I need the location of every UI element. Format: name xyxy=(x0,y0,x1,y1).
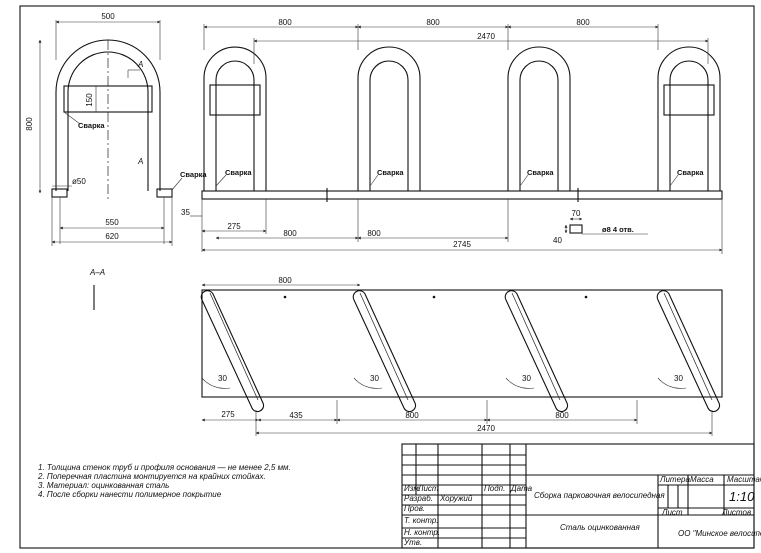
front-spacing-1: 800 xyxy=(278,18,292,27)
front-lower-spacing-1: 800 xyxy=(283,229,297,238)
side-section-mark-bottom: А xyxy=(137,157,143,166)
tb-izm: Изм. xyxy=(404,484,421,493)
tb-title: Сборка парковочная велосипедная xyxy=(534,491,665,500)
sheet-frame xyxy=(19,5,755,549)
side-view: 500 800 150 А А Сварка Сварка ø50 550 62… xyxy=(25,12,207,246)
section-aa: А–А xyxy=(89,268,105,310)
top-angle-2: 30 xyxy=(370,374,379,383)
note-1: 1. Толщина стенок труб и профиля основан… xyxy=(38,463,291,472)
tb-data: Дата xyxy=(510,484,533,493)
note-2: 2. Поперечная пластина монтируется на кр… xyxy=(37,472,266,481)
tb-masshtab: Масштаб xyxy=(727,475,761,484)
front-weld-2: Сварка xyxy=(377,168,404,177)
tb-org: ОО "Минское велосипедное xyxy=(678,529,761,538)
tb-prov: Пров. xyxy=(404,504,425,513)
top-end-offset: 275 xyxy=(221,410,235,419)
tb-razrab-name: Хоружий xyxy=(439,494,473,503)
tb-razrab: Разраб. xyxy=(404,494,433,503)
side-width-top: 500 xyxy=(101,12,115,21)
front-view: 800 800 800 2470 Сварка Сварка Сварка Св… xyxy=(181,18,723,254)
tb-massa: Масса xyxy=(690,475,714,484)
side-weld-label-right: Сварка xyxy=(180,170,207,179)
hole-height: 40 xyxy=(553,236,562,245)
side-section-mark-top: А xyxy=(137,60,143,69)
tb-litera: Литера xyxy=(659,475,690,484)
tb-t-kontr: Т. контр. xyxy=(404,516,439,525)
front-weld-3: Сварка xyxy=(527,168,554,177)
front-end-offset: 275 xyxy=(227,222,241,231)
top-gap-2: 800 xyxy=(555,411,569,420)
side-weld-label-left: Сварка xyxy=(78,121,105,130)
front-spacing-2: 800 xyxy=(426,18,440,27)
tb-utv: Утв. xyxy=(403,538,422,547)
top-angle-3: 30 xyxy=(522,374,531,383)
tb-listov-label: Листов xyxy=(721,508,751,517)
tb-list: Лист xyxy=(417,484,439,493)
hole-note: ø8 4 отв. xyxy=(602,225,634,234)
top-spacing: 800 xyxy=(278,276,292,285)
top-gap-1: 800 xyxy=(405,411,419,420)
top-angle-1: 30 xyxy=(218,374,227,383)
front-lower-spacing-2: 800 xyxy=(367,229,381,238)
tb-list-label: Лист xyxy=(661,508,683,517)
top-first-gap: 435 xyxy=(289,411,303,420)
tb-n-kontr: Н. контр. xyxy=(404,528,440,537)
hole-width: 70 xyxy=(572,209,581,218)
top-angle-4: 30 xyxy=(674,374,683,383)
note-4: 4. После сборки нанести полимерное покры… xyxy=(38,490,222,499)
front-weld-1: Сварка xyxy=(225,168,252,177)
section-label: А–А xyxy=(89,268,105,277)
side-height: 800 xyxy=(25,117,34,131)
note-3: 3. Материал: оцинкованная сталь xyxy=(38,481,169,490)
front-overall-span: 2470 xyxy=(477,32,495,41)
notes: 1. Толщина стенок труб и профиля основан… xyxy=(37,463,291,499)
top-view: 30 30 30 30 800 275 435 800 800 2470 xyxy=(200,276,723,436)
side-plate-height: 150 xyxy=(85,93,94,107)
title-block: Изм. Лист Подп. Дата Разраб. Хоружий Про… xyxy=(401,443,761,549)
front-spacing-3: 800 xyxy=(576,18,590,27)
front-overall-length: 2745 xyxy=(453,240,471,249)
front-base-thickness: 35 xyxy=(181,208,190,217)
side-base-outer: 620 xyxy=(105,232,119,241)
side-base-inner: 550 xyxy=(105,218,119,227)
tb-material: Сталь оцинкованная xyxy=(560,523,640,532)
tb-podp: Подп. xyxy=(484,484,505,493)
front-weld-4: Сварка xyxy=(677,168,704,177)
side-diameter: ø50 xyxy=(72,177,86,186)
top-overall: 2470 xyxy=(477,424,495,433)
tb-scale: 1:10 xyxy=(729,489,755,504)
